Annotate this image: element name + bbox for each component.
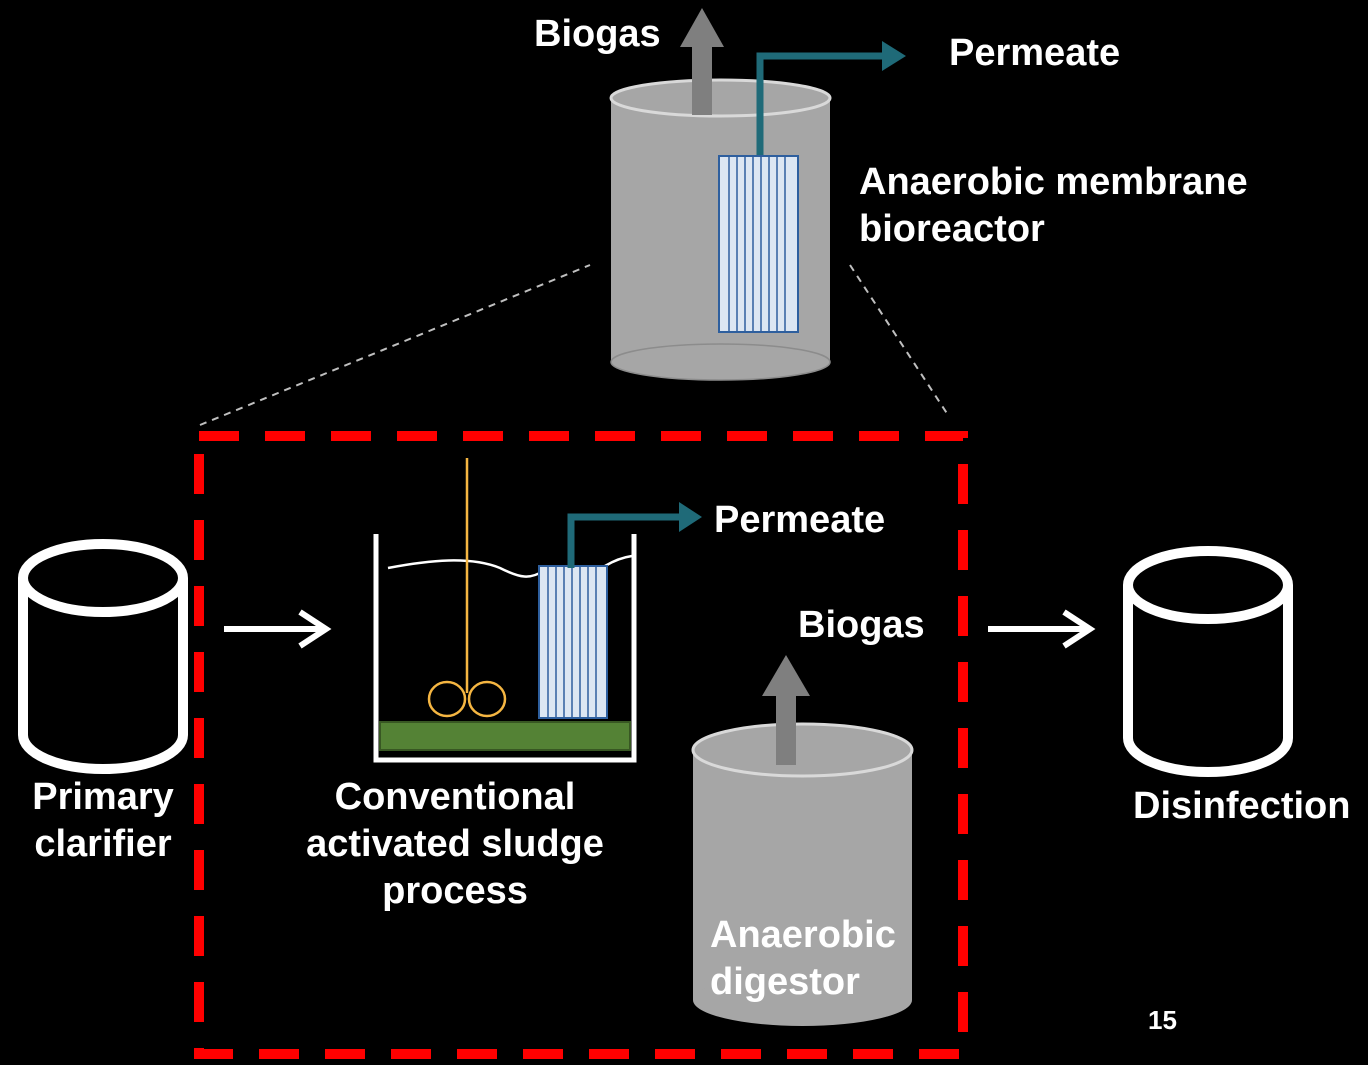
disinfection-tank [1123, 546, 1293, 777]
anmbr-label-line2: bioreactor [859, 208, 1045, 250]
cas-label: Conventional activated sludge process [290, 774, 620, 915]
biogas-arrow-top [680, 8, 724, 115]
zoom-guide-right [849, 264, 949, 416]
primary-label-line2: clarifier [34, 823, 172, 865]
biogas-label-mid: Biogas [798, 604, 925, 646]
activated-sludge-basin [373, 534, 637, 763]
flow-arrow-1 [224, 609, 332, 649]
anmbr-label: Anaerobic membrane bioreactor [859, 159, 1248, 253]
digestor-label: Anaerobic digestor [710, 912, 896, 1006]
primary-label-line1: Primary [32, 776, 174, 818]
permeate-label-top: Permeate [949, 32, 1121, 74]
cas-label-line2: activated sludge [306, 823, 604, 865]
permeate-pipe-mid [567, 502, 702, 568]
digestor-label-line2: digestor [710, 961, 860, 1003]
digestor-label-line1: Anaerobic [710, 914, 896, 956]
cas-label-line1: Conventional [334, 776, 576, 818]
cas-label-line3: process [382, 870, 528, 912]
biogas-arrow-mid [762, 655, 810, 765]
anaerobic-digestor-tank [691, 722, 914, 1026]
membrane-module-top [718, 155, 799, 333]
zoom-guide-left [199, 264, 591, 426]
flow-arrow-2 [988, 609, 1096, 649]
primary-clarifier-label: Primary clarifier [18, 774, 188, 868]
anmbr-label-line1: Anaerobic membrane [859, 161, 1248, 203]
replacement-boundary [194, 431, 968, 1059]
disinfection-label: Disinfection [1133, 785, 1351, 827]
biogas-label-top: Biogas [534, 13, 661, 55]
membrane-module-mid [538, 565, 608, 719]
permeate-pipe-top [756, 41, 906, 158]
page-number: 15 [1148, 1005, 1177, 1035]
mixer-impeller [427, 458, 507, 718]
primary-clarifier-tank [18, 539, 188, 774]
permeate-label-mid: Permeate [714, 499, 886, 541]
